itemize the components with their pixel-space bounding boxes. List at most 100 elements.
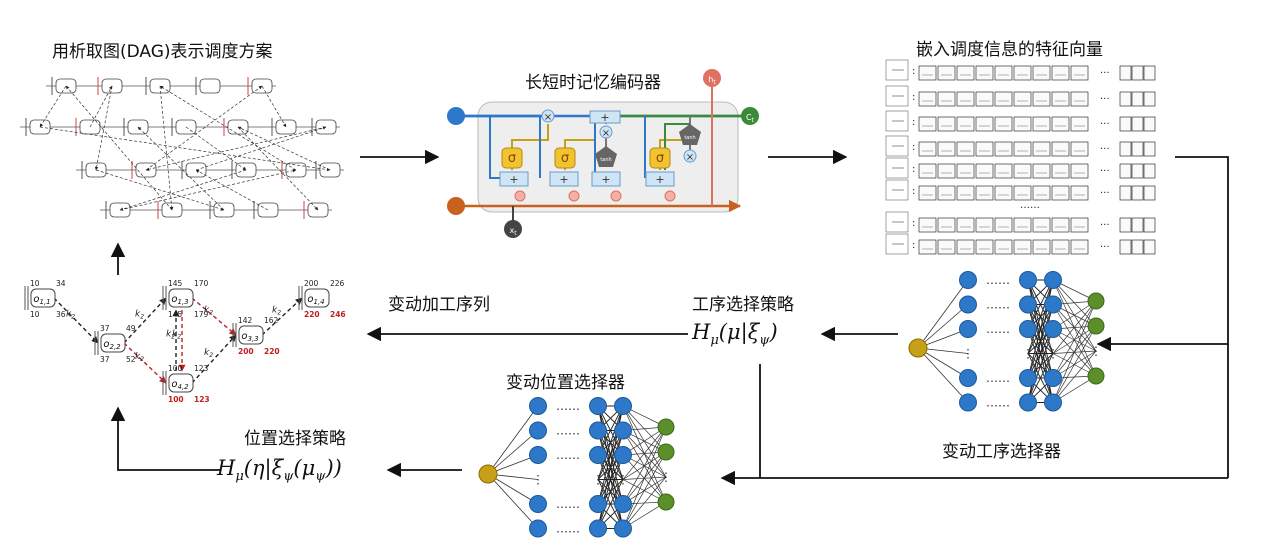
matrix-colon-1: :	[912, 92, 915, 103]
pos-net-ellipsis-2: ……	[556, 448, 580, 462]
op-net-node-0-2	[959, 320, 977, 338]
pos-net-node-2-0	[614, 397, 632, 415]
matrix-colon-5: :	[912, 186, 915, 197]
matrix-cell-6-2	[956, 217, 975, 233]
title-lstm: 长短时记忆编码器	[525, 73, 661, 93]
pos-selector-network: …………………………⋮⋮⋮⋮	[478, 397, 675, 538]
matrix-cell-5-8	[1070, 185, 1089, 201]
matrix-cell-3-2	[956, 141, 975, 157]
matrix-tail-5-2	[1143, 185, 1156, 201]
matrix-cell-6-0	[918, 217, 937, 233]
matrix-cell-5-0	[918, 185, 937, 201]
matrix-hdots-7: ···	[1100, 242, 1110, 253]
lstm-plus-top: +	[600, 111, 609, 124]
label-op-strategy: 工序选择策略	[692, 295, 794, 315]
smalldag-top-l-4: 142	[238, 316, 253, 325]
matrix-tail-0-0	[1119, 65, 1132, 81]
matrix-cell-1-5	[1013, 91, 1032, 107]
matrix-tail-6-1	[1131, 217, 1144, 233]
pos-net-output-3	[657, 493, 675, 511]
matrix-tail-1-1	[1131, 91, 1144, 107]
matrix-colon-6: :	[912, 218, 915, 229]
matrix-cell-3-8	[1070, 141, 1089, 157]
matrix-hdots-2: ···	[1100, 119, 1110, 130]
matrix-cell-0-7	[1051, 65, 1070, 81]
op-net-node-1-5	[1019, 393, 1037, 412]
matrix-cell-2-8	[1070, 116, 1089, 132]
smalldag-edge-label-6: k2	[204, 348, 213, 359]
matrix-tail-0-2	[1143, 65, 1156, 81]
smalldag-node-1	[100, 333, 126, 353]
lstm-xt-node	[504, 220, 522, 238]
matrix-cell-5-2	[956, 185, 975, 201]
smalldag-edge-label-1: k2	[135, 310, 144, 321]
feature-matrix: :···:···:···:···:···:···:···:···……	[885, 59, 1156, 255]
matrix-tail-7-2	[1143, 239, 1156, 255]
matrix-hdots-6: ···	[1100, 220, 1110, 231]
matrix-colon-0: :	[912, 66, 915, 77]
op-net-vdots-0: ⋮	[962, 347, 974, 361]
lstm-ct-node	[741, 107, 759, 125]
smalldag-top-l-3: 100	[168, 364, 183, 373]
op-net-node-1-0	[1019, 271, 1037, 289]
op-net-node-1-1	[1019, 295, 1037, 314]
smalldag-bot-r-3: 123	[194, 395, 210, 404]
matrix-tail-4-1	[1131, 163, 1144, 179]
op-net-node-0-5	[959, 393, 977, 412]
pos-net-output-0	[657, 418, 675, 436]
lstm-tanh-out-label: tanh	[684, 135, 695, 141]
matrix-cell-1-1	[937, 91, 956, 107]
title-pos-selector: 变动位置选择器	[506, 373, 625, 393]
op-selector-network: …………………………⋮⋮⋮⋮	[908, 271, 1105, 412]
matrix-tail-7-1	[1131, 239, 1144, 255]
matrix-cell-2-6	[1032, 116, 1051, 132]
matrix-cell-0-1	[937, 65, 956, 81]
matrix-cell-6-8	[1070, 217, 1089, 233]
smalldag-node-3	[168, 373, 194, 393]
matrix-cell-5-5	[1013, 185, 1032, 201]
matrix-tail-1-0	[1119, 91, 1132, 107]
matrix-cell-3-1	[937, 141, 956, 157]
smalldag-bot-r-5: 246	[330, 310, 346, 319]
matrix-tail-6-2	[1143, 217, 1156, 233]
matrix-colon-3: :	[912, 142, 915, 153]
op-net-node-0-1	[959, 295, 977, 314]
matrix-cell-3-4	[994, 141, 1013, 157]
matrix-cell-7-2	[956, 239, 975, 255]
matrix-cell-2-0	[918, 116, 937, 132]
pos-net-node-2-4	[614, 495, 632, 513]
smalldag-edge-label-5: k2	[204, 306, 213, 317]
matrix-cell-2-5	[1013, 116, 1032, 132]
matrix-cell-0-0	[918, 65, 937, 81]
matrix-colon-4: :	[912, 164, 915, 175]
matrix-cell-3-3	[975, 141, 994, 157]
matrix-tail-2-0	[1119, 116, 1132, 132]
pos-net-ellipsis-0: ……	[556, 399, 580, 413]
matrix-tail-4-0	[1119, 163, 1132, 179]
matrix-cell-6-5	[1013, 217, 1032, 233]
pos-net-output-1	[657, 443, 675, 461]
matrix-cell-1-2	[956, 91, 975, 107]
pos-net-node-2-5	[614, 519, 632, 538]
matrix-cell-6-7	[1051, 217, 1070, 233]
lstm-mul-3: ×	[686, 152, 694, 163]
op-net-node-2-1	[1044, 295, 1062, 314]
op-net-vdots-2: ⋮	[1047, 347, 1059, 361]
lstm-tanh-gate	[595, 146, 617, 167]
smalldag-bot-l-4: 200	[238, 347, 254, 356]
smalldag-edge-label-0: k2	[66, 310, 75, 321]
matrix-tail-6-0	[1119, 217, 1132, 233]
matrix-cell-0-8	[1070, 65, 1089, 81]
matrix-hdots-0: ···	[1100, 68, 1110, 79]
op-net-out-vdots: ⋮	[1090, 344, 1102, 358]
op-net-output-3	[1087, 367, 1105, 385]
matrix-tail-4-2	[1143, 163, 1156, 179]
matrix-cell-3-7	[1051, 141, 1070, 157]
matrix-cell-3-0	[918, 141, 937, 157]
pos-net-out-vdots: ⋮	[660, 470, 672, 484]
pos-net-node-0-4	[529, 495, 547, 513]
smalldag-edge-7	[261, 297, 303, 336]
matrix-tail-7-0	[1119, 239, 1132, 255]
pos-net-node-2-2	[614, 446, 632, 464]
pos-net-node-1-4	[589, 495, 607, 513]
